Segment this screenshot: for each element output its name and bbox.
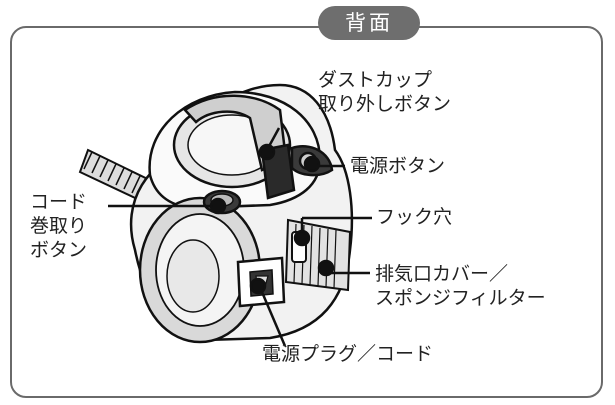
dust-cup-release-line1: ダストカップ <box>318 69 433 91</box>
power-button-label: 電源ボタン <box>350 155 446 177</box>
cord-rewind-line1: コード <box>30 191 88 213</box>
hook-hole-label: フック穴 <box>376 206 453 228</box>
exhaust-cover-line1: 排気口カバー／ <box>375 263 509 285</box>
cord-rewind-line3: ボタン <box>30 239 88 261</box>
vacuum-body <box>129 83 354 344</box>
cord-rewind-button-label: コード 巻取り ボタン <box>30 190 87 262</box>
exhaust-cover-label: 排気口カバー／ スポンジフィルター <box>375 262 546 310</box>
power-plug-cord-label: 電源プラグ／コード <box>262 343 434 365</box>
exhaust-cover-line2: スポンジフィルター <box>375 287 546 309</box>
dust-cup-release-line2: 取り外しボタン <box>318 93 452 115</box>
cord-rewind-line2: 巻取り <box>30 215 88 237</box>
callout-leaders <box>108 127 372 347</box>
dust-cup-release-label: ダストカップ 取り外しボタン <box>318 68 451 116</box>
title-badge: 背面 <box>318 6 420 40</box>
